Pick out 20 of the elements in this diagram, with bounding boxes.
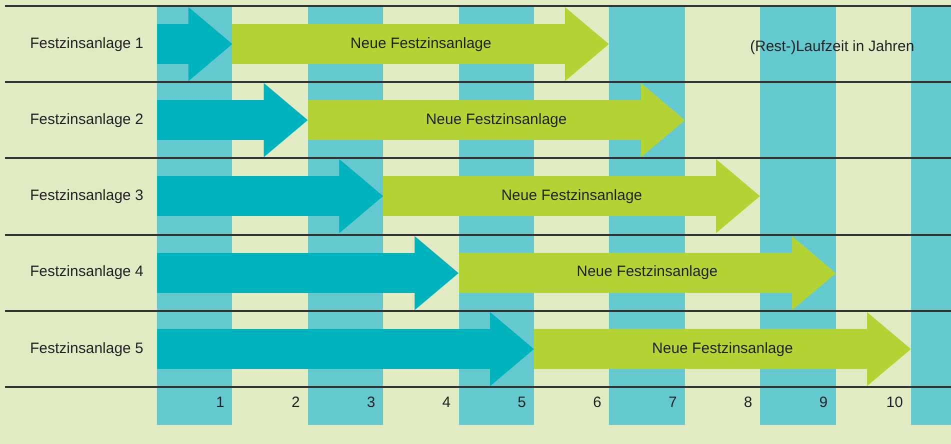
axis-tick-label: 6: [593, 393, 602, 413]
arrow-label: Neue Festzinsanlage: [501, 186, 642, 206]
row-label: Festzinsanlage 1: [30, 34, 144, 54]
axis-tick-label: 1: [216, 393, 224, 413]
axis-tick-label: 7: [668, 393, 677, 413]
arrow-label: Neue Festzinsanlage: [652, 338, 793, 359]
axis-tick-label: 5: [518, 393, 526, 413]
arrow-label: Neue Festzinsanlage: [576, 262, 718, 282]
axis-tick-label: 2: [291, 393, 300, 413]
axis-tick-label: 3: [366, 393, 376, 413]
axis-tick-label: 4: [442, 393, 451, 413]
axis-tick-label: 9: [819, 393, 828, 413]
row-label: Festzinsanlage 3: [30, 186, 144, 206]
arrow-label: Neue Festzinsanlage: [350, 34, 492, 54]
row-label: Festzinsanlage 4: [30, 262, 144, 282]
row-label: Festzinsanlage 2: [30, 110, 144, 130]
row-label: Festzinsanlage 5: [30, 338, 144, 359]
axis-tick-label: 10: [886, 393, 903, 413]
arrow-label: Neue Festzinsanlage: [426, 110, 567, 130]
axis-tick-label: 8: [744, 393, 752, 413]
